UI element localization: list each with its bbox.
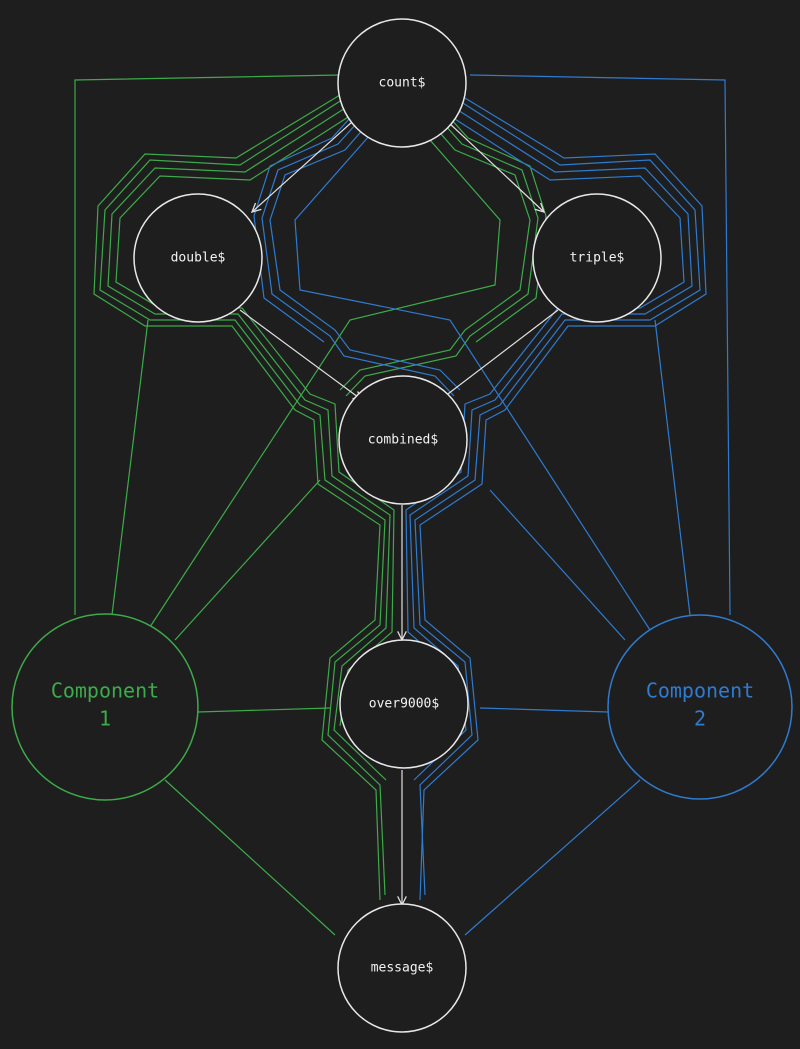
dataflow-arrows <box>239 121 559 905</box>
node-over9000: over9000$ <box>339 639 469 769</box>
arrow-triple-to-combined <box>440 309 559 400</box>
arrow-count-to-triple <box>447 121 544 212</box>
node-message-label: message$ <box>371 961 434 976</box>
node-triple-label: triple$ <box>570 251 625 266</box>
component-2-title: Component <box>646 679 754 703</box>
component2-wiring <box>253 74 731 936</box>
component-1-title: Component <box>51 679 159 703</box>
node-count-label: count$ <box>379 76 426 91</box>
node-message: message$ <box>337 903 467 1033</box>
component-2: Component 2 <box>607 614 793 800</box>
node-double: double$ <box>133 193 263 323</box>
component-1-number: 1 <box>99 707 111 731</box>
node-over9000-label: over9000$ <box>369 697 440 712</box>
arrow-double-to-combined <box>239 309 362 400</box>
node-count: count$ <box>337 18 467 148</box>
node-combined: combined$ <box>338 375 468 505</box>
component-2-number: 2 <box>694 707 706 731</box>
component-1: Component 1 <box>11 613 199 801</box>
component1-wiring <box>74 74 547 936</box>
node-double-label: double$ <box>171 251 226 266</box>
arrow-count-to-double <box>252 121 353 212</box>
node-triple: triple$ <box>532 193 662 323</box>
node-combined-label: combined$ <box>368 433 439 448</box>
